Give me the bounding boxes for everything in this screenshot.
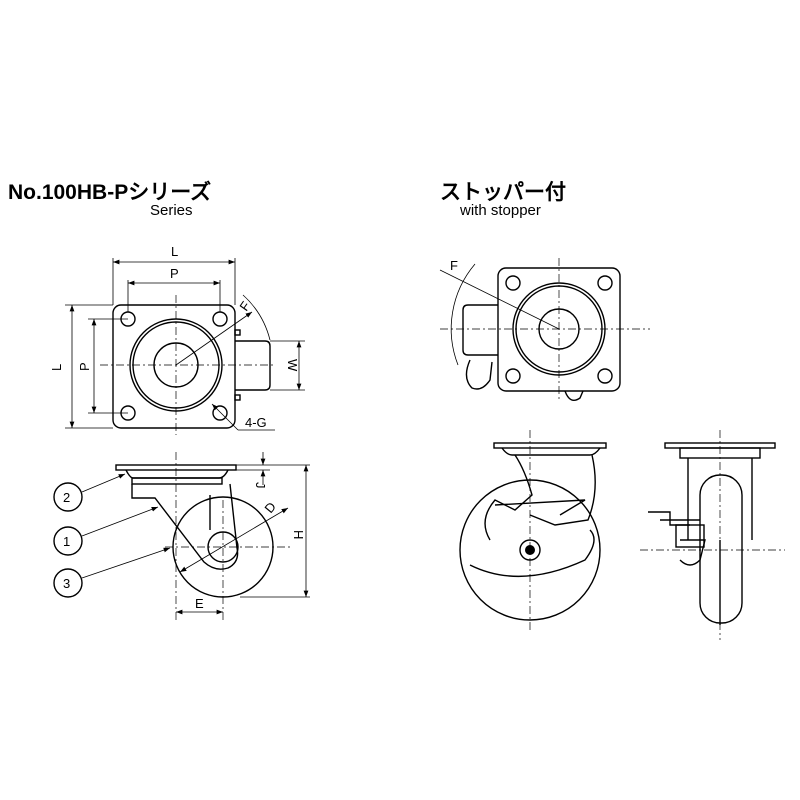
part-1-label: 1 bbox=[63, 534, 70, 549]
dim-H: H bbox=[291, 530, 306, 539]
right-plan-view: F bbox=[439, 258, 650, 401]
right-side-view bbox=[640, 430, 785, 640]
dim-L-top: L bbox=[171, 244, 178, 259]
stopper-title: ストッパー付 bbox=[440, 181, 566, 204]
dim-J: J bbox=[253, 482, 268, 489]
dim-4-G: 4-G bbox=[245, 415, 267, 430]
dim-W: W bbox=[285, 359, 300, 372]
series-subtitle: Series bbox=[150, 202, 193, 219]
dim-D: D bbox=[261, 499, 279, 516]
left-side-view: J H D E 2 1 3 bbox=[53, 452, 310, 620]
stopper-subtitle: with stopper bbox=[460, 202, 541, 219]
dim-L-side: L bbox=[49, 364, 64, 371]
dim-E: E bbox=[195, 596, 204, 611]
part-3-label: 3 bbox=[63, 576, 70, 591]
right-front-view bbox=[459, 430, 607, 630]
series-title: No.100HB-Pシリーズ bbox=[8, 181, 212, 204]
left-plan-view: L P L P F W 4-G bbox=[49, 244, 305, 435]
dim-P-side: P bbox=[77, 362, 92, 371]
part-2-label: 2 bbox=[63, 490, 70, 505]
dim-F-stopper: F bbox=[450, 258, 458, 273]
dim-P-top: P bbox=[170, 266, 179, 281]
dim-F: F bbox=[236, 299, 253, 314]
